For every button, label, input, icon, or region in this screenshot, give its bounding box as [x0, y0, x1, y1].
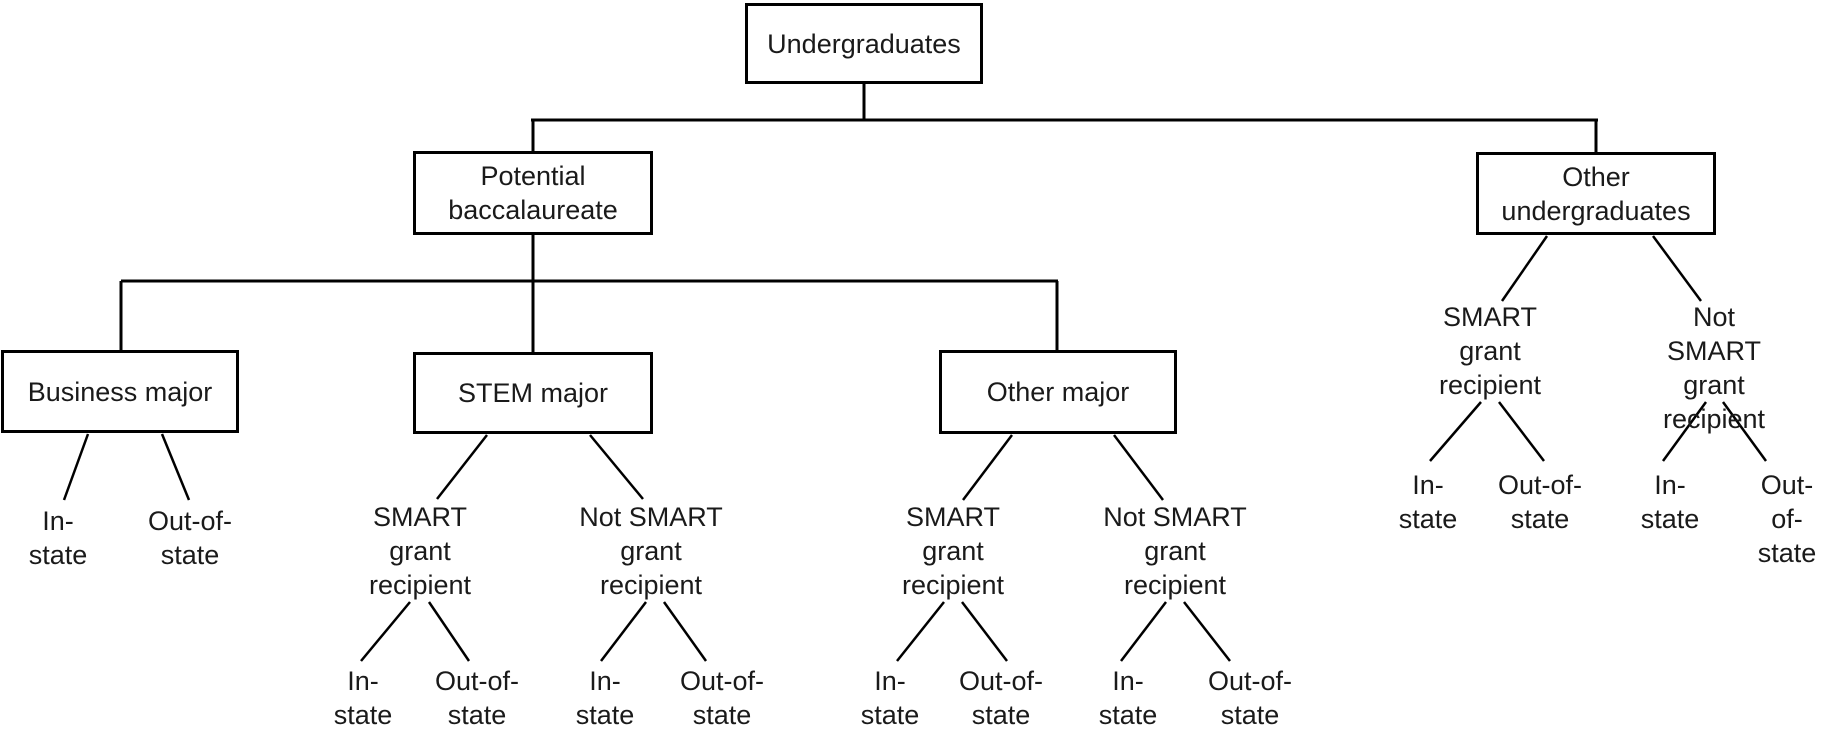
node-out-of-state: Out-of- state — [679, 666, 765, 730]
node-smart-grant-recipient: SMART grant recipient — [901, 502, 1005, 600]
node-in-state: In- state — [333, 666, 393, 730]
connector-diagonal-branches — [62, 235, 1768, 662]
node-out-of-state: Out-of- state — [434, 666, 520, 730]
node-out-of-state: Out-of- state — [1207, 666, 1293, 730]
node-stem-major: STEM major — [413, 352, 653, 434]
node-other-major: Other major — [939, 350, 1177, 434]
node-smart-grant-recipient: SMART grant recipient — [368, 502, 472, 600]
node-not-smart-grant-recipient: Not SMART grant recipient — [1662, 302, 1766, 434]
node-potential-baccalaureate: Potential baccalaureate — [413, 151, 653, 235]
node-smart-grant-recipient: SMART grant recipient — [1438, 302, 1542, 400]
connector-root-to-level2 — [531, 84, 1598, 152]
node-out-of-state: Out-of- state — [1757, 470, 1817, 568]
node-in-state: In- state — [860, 666, 920, 730]
node-in-state: In- state — [575, 666, 635, 730]
node-not-smart-grant-recipient: Not SMART grant recipient — [1103, 502, 1247, 600]
node-not-smart-grant-recipient: Not SMART grant recipient — [579, 502, 723, 600]
node-out-of-state: Out-of- state — [1497, 470, 1583, 534]
node-in-state: In- state — [1398, 470, 1458, 534]
node-in-state: In- state — [1098, 666, 1158, 730]
connector-baccalaureate-to-majors — [119, 235, 1059, 352]
node-in-state: In- state — [28, 506, 88, 570]
node-in-state: In- state — [1640, 470, 1700, 534]
node-undergraduates: Undergraduates — [745, 3, 983, 84]
node-out-of-state: Out-of- state — [147, 506, 233, 570]
node-business-major: Business major — [1, 350, 239, 433]
node-other-undergraduates: Other undergraduates — [1476, 152, 1716, 235]
node-out-of-state: Out-of- state — [958, 666, 1044, 730]
